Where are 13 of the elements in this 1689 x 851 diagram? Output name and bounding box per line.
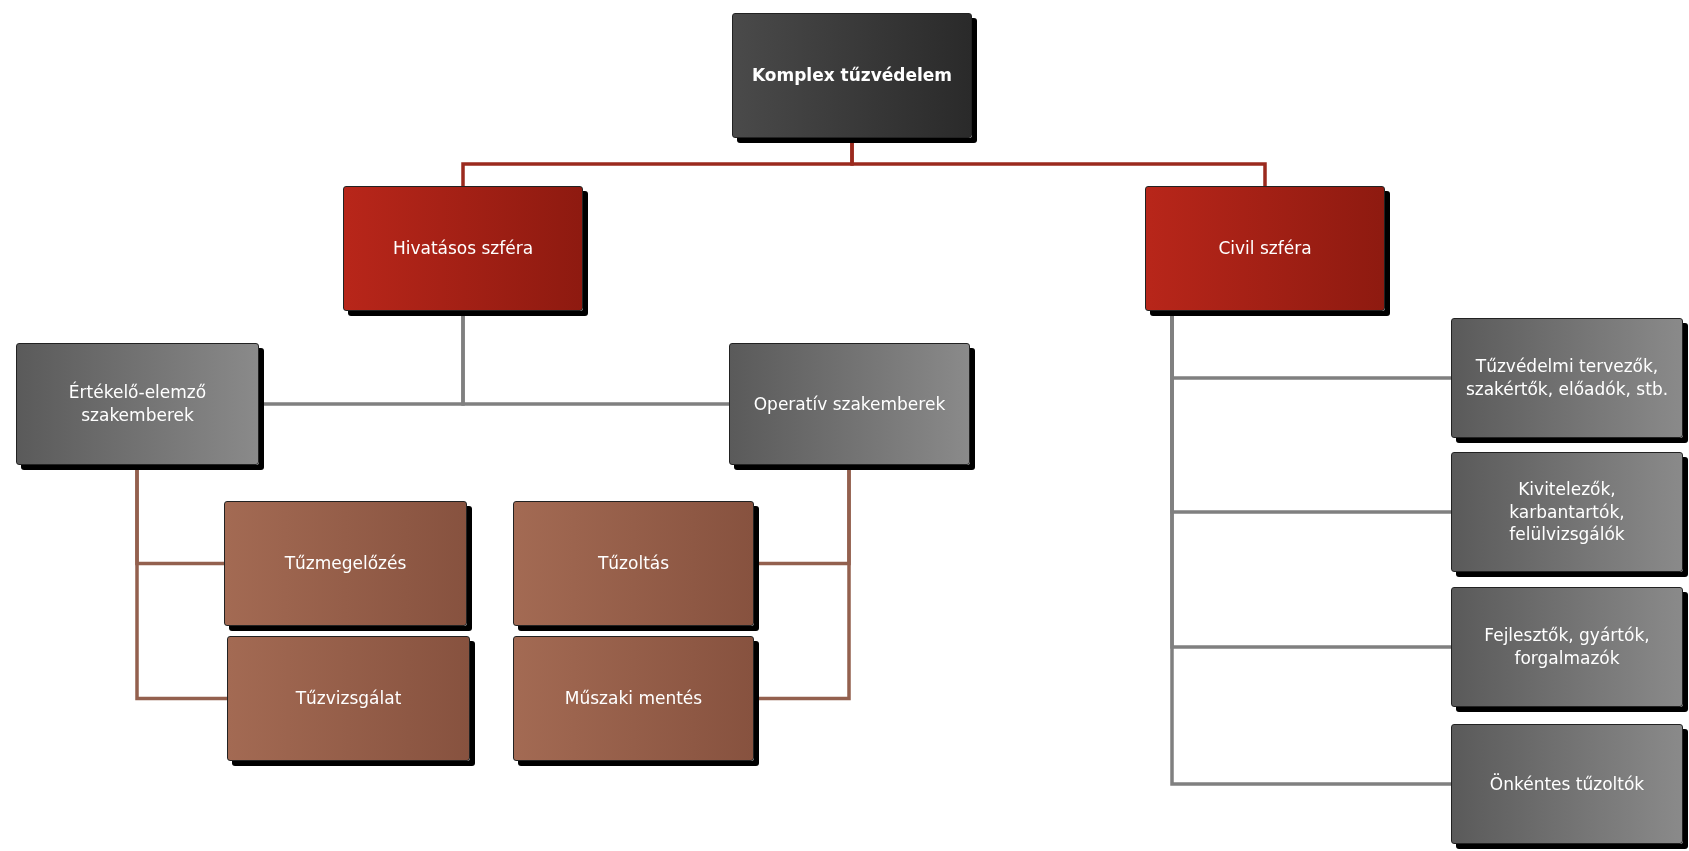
box-label: Tűzoltás <box>596 552 671 576</box>
box-label: Tűzvédelmi tervezők, szakértők, előadók, stb. <box>1464 355 1670 401</box>
box-label: Komplex tűzvédelem <box>750 64 954 88</box>
box-label: Értékelő-elemző szakemberek <box>67 380 208 427</box>
box-label: Műszaki mentés <box>563 687 704 711</box>
box-label: Hivatásos szféra <box>391 237 535 261</box>
box-label: Operatív szakemberek <box>752 392 947 416</box>
box-label: Civil szféra <box>1217 237 1313 261</box>
box-label: Tűzvizsgálat <box>294 687 403 711</box>
box-label: Kivitelezők, karbantartók, felülvizsgálók <box>1508 477 1626 547</box>
box-label: Tűzmegelőzés <box>283 552 408 576</box>
box-label: Önkéntes tűzoltók <box>1488 772 1646 796</box>
box-label: Fejlesztők, gyártók, forgalmazók <box>1483 624 1651 670</box>
